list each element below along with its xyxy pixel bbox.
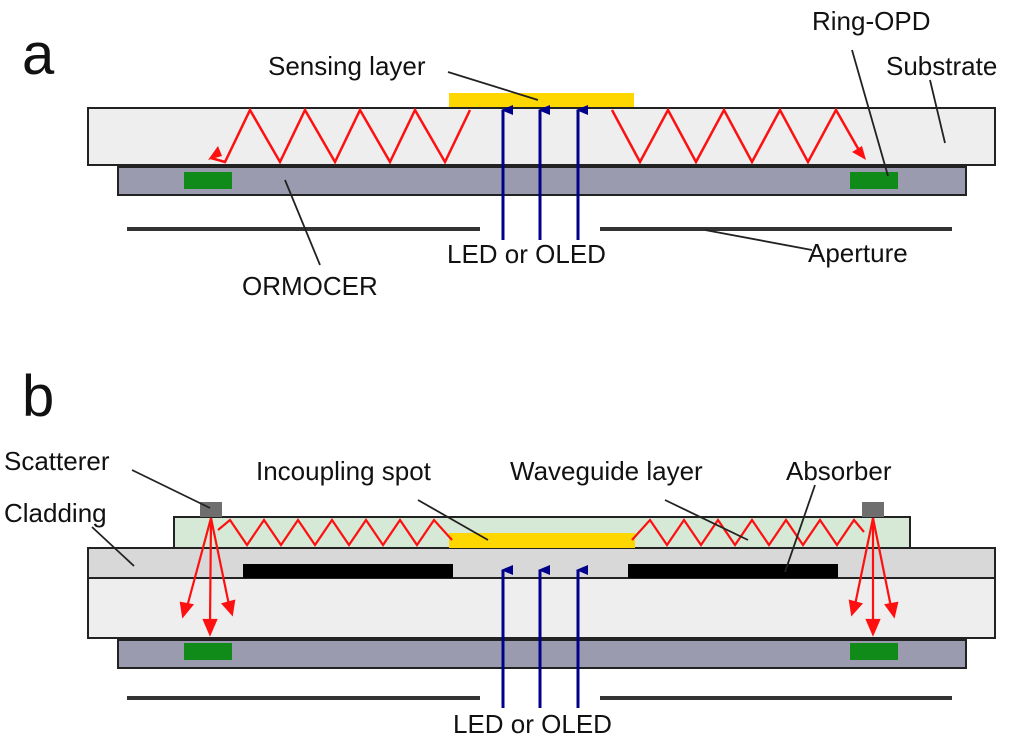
scatterer-right (862, 502, 884, 517)
ormocer-layer-b (117, 639, 967, 669)
zigzag-left (210, 107, 472, 165)
panel-a-letter: a (22, 22, 55, 87)
label-aperture: Aperture (808, 238, 908, 268)
ring-opd-right-b (850, 643, 898, 660)
zigzag-right (610, 107, 862, 165)
label-scatterer: Scatterer (4, 446, 110, 476)
leader-aperture (704, 229, 813, 251)
panel-a: a Sensing layer Ring-OPD Substrate LE (22, 6, 997, 301)
absorber-left (243, 564, 453, 578)
label-waveguide-layer: Waveguide layer (510, 456, 703, 486)
label-incoupling-spot: Incoupling spot (256, 456, 432, 486)
panel-b-letter: b (22, 364, 54, 429)
leader-scatterer (131, 469, 211, 509)
zigzag-right-arrowhead (852, 146, 866, 160)
leader-absorber (784, 484, 816, 573)
label-substrate: Substrate (886, 51, 997, 81)
zigzag-left-b (217, 518, 453, 547)
leader-ring-opd (851, 49, 889, 177)
leader-cladding (91, 526, 135, 567)
leader-incoupling (417, 499, 489, 541)
ring-opd-right (850, 172, 898, 189)
label-led-b: LED or OLED (453, 709, 612, 739)
leader-ormocer (284, 179, 321, 266)
leader-waveguide (664, 499, 749, 541)
label-led-a: LED or OLED (447, 239, 606, 269)
label-ring-opd: Ring-OPD (812, 6, 930, 36)
leader-substrate (929, 79, 946, 144)
ring-opd-left-b (184, 643, 232, 660)
ring-opd-left (184, 172, 232, 189)
panel-b: b (4, 364, 996, 739)
sensing-layer (449, 93, 634, 107)
label-cladding: Cladding (4, 498, 107, 528)
zigzag-right-b (631, 518, 865, 547)
absorber-right (628, 564, 838, 578)
label-absorber: Absorber (786, 456, 892, 486)
zigzag-left-arrowhead (208, 146, 222, 160)
label-ormocer: ORMOCER (242, 271, 378, 301)
leader-sensing-layer (447, 71, 539, 101)
scattered-rays-right (848, 517, 899, 637)
ormocer-layer (117, 166, 967, 196)
label-sensing-layer: Sensing layer (268, 51, 426, 81)
scattered-rays-left (179, 517, 236, 637)
incoupling-spot (449, 533, 635, 548)
